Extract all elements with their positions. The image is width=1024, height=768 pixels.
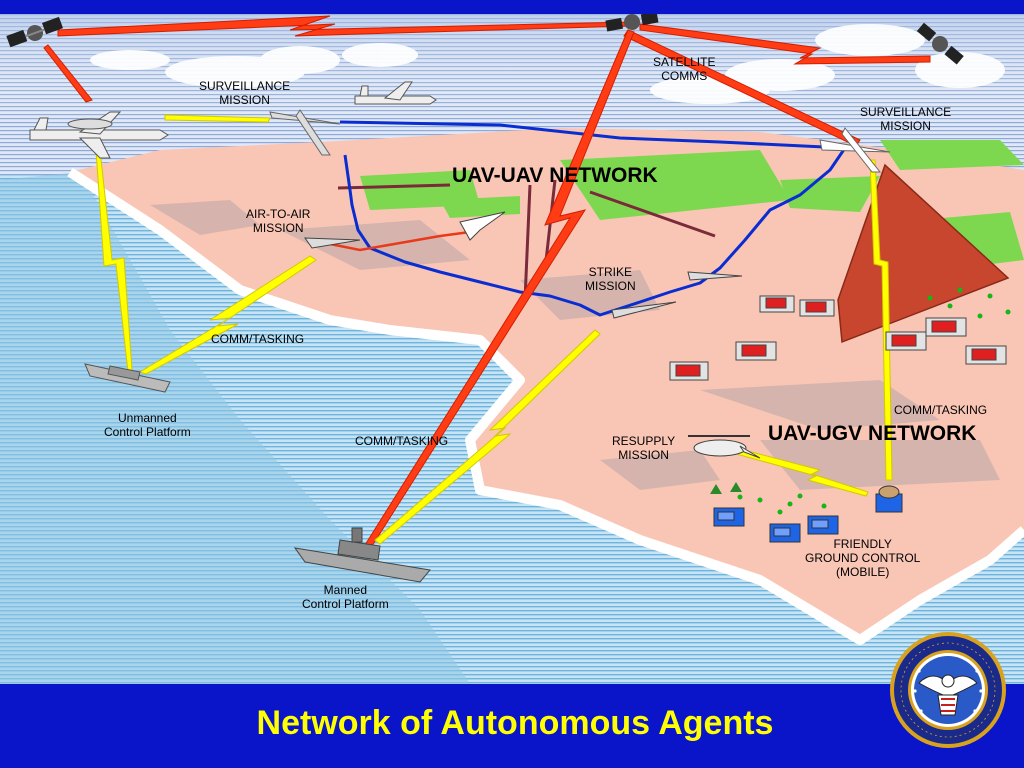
resupply-helicopter <box>688 435 761 459</box>
comm-tasking-left-label: COMM/TASKING <box>211 332 305 346</box>
enemy-ground-vehicles <box>669 295 1007 381</box>
uav-ugv-network-label: UAV-UGV NETWORK <box>768 422 977 445</box>
page-title: Network of Autonomous Agents <box>256 704 774 742</box>
uav-surveillance-right <box>819 127 891 173</box>
tents <box>710 482 742 494</box>
unmanned-ship <box>84 363 171 393</box>
trees <box>737 287 1011 515</box>
satellite-left <box>6 16 64 48</box>
surveillance-cone <box>837 163 1010 344</box>
awacs-aircraft <box>29 111 169 159</box>
navy-seal-logo <box>890 632 1006 748</box>
uav-surveillance-left <box>269 109 341 156</box>
friendly-ground-vehicles <box>713 485 903 543</box>
transport-aircraft <box>354 81 437 105</box>
clouds <box>90 24 1005 104</box>
top-band <box>0 0 1024 14</box>
satellite-center <box>605 11 659 32</box>
comm-tasking-right-label: COMM/TASKING <box>894 403 988 417</box>
footer-bar <box>0 684 1024 768</box>
fighter-jets <box>304 211 743 319</box>
terrain-shadows <box>150 200 1000 490</box>
lightning-red <box>43 15 931 547</box>
comm-tasking-center-label: COMM/TASKING <box>355 434 449 448</box>
manned-ship <box>293 527 431 583</box>
uav-uav-network-label: UAV-UAV NETWORK <box>452 164 658 187</box>
satellite-right <box>916 22 964 65</box>
